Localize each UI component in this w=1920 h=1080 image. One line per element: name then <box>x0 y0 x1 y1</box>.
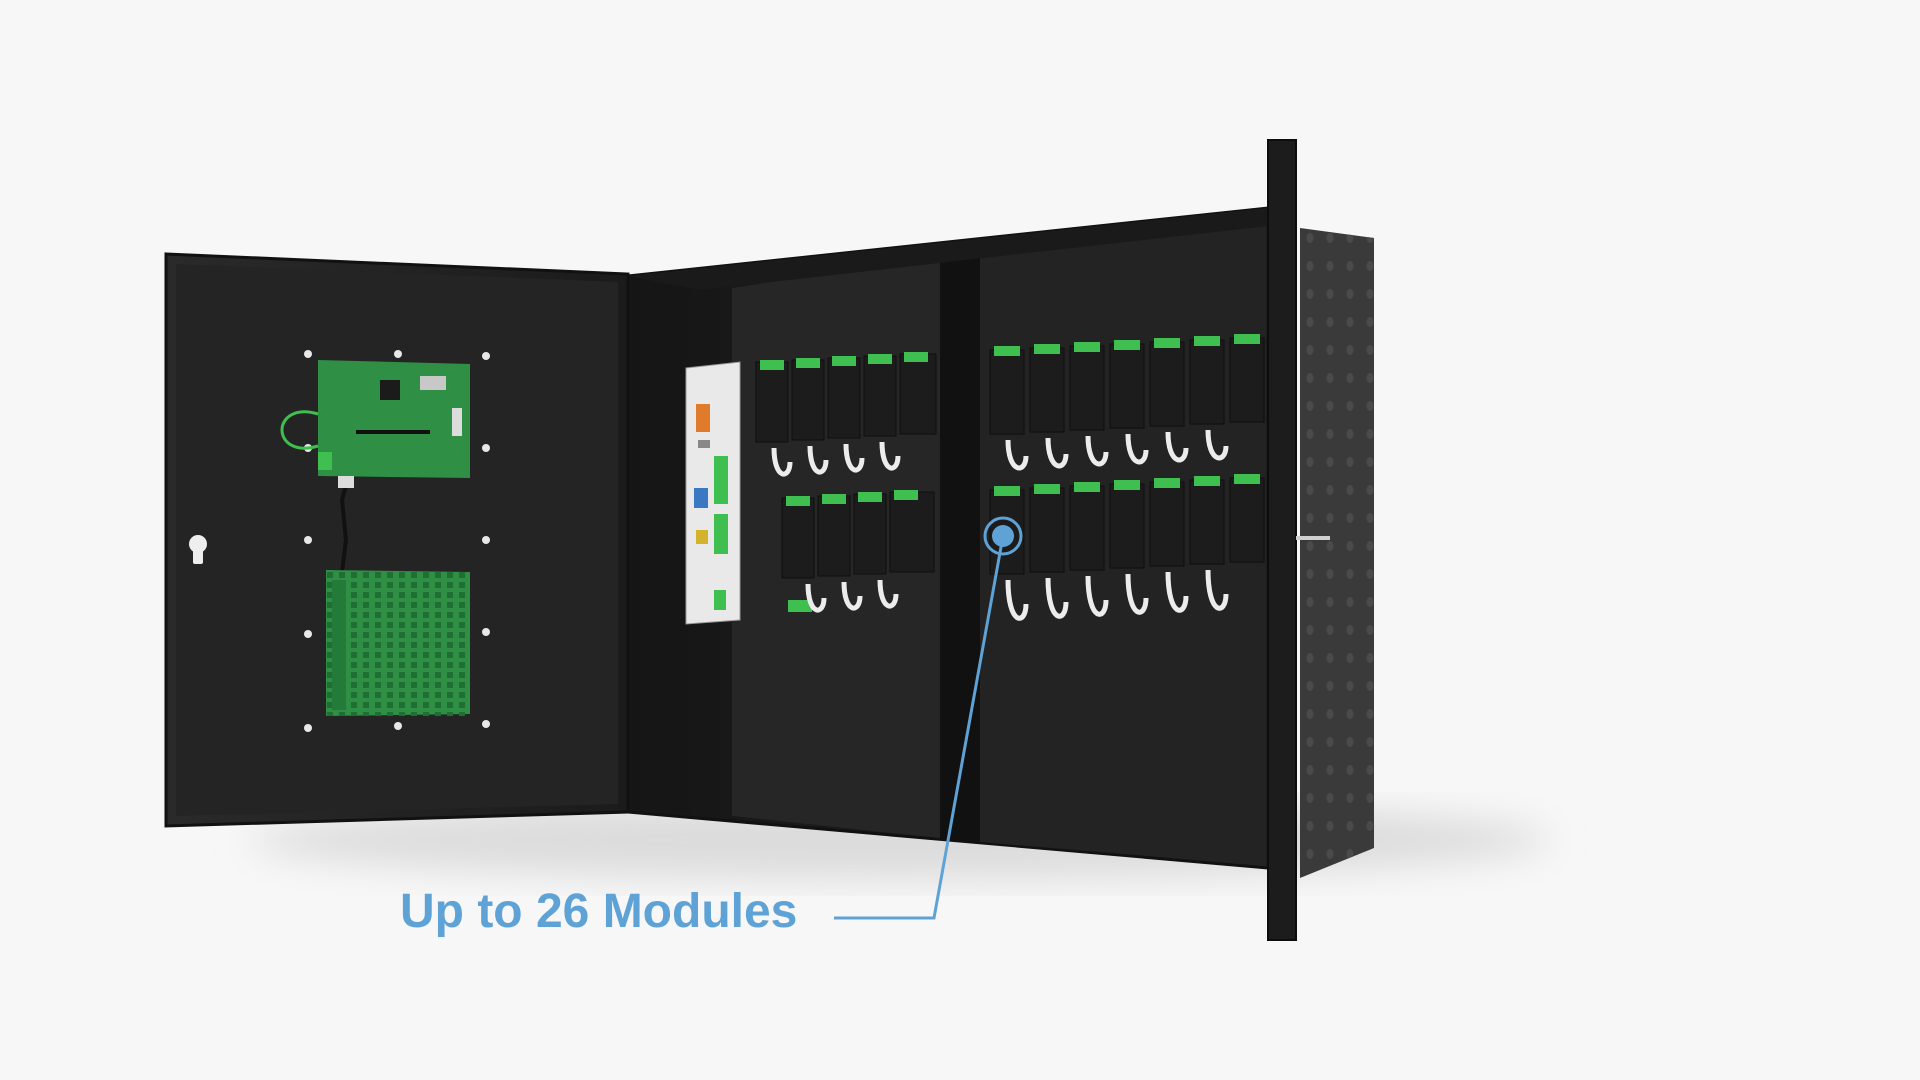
module-rack-left <box>755 352 937 613</box>
power-supply <box>685 361 741 625</box>
io-board <box>326 570 470 716</box>
enclosure-door <box>164 252 630 828</box>
callout-leader-line <box>834 535 1005 920</box>
cable-connector <box>338 476 354 488</box>
latch-icon <box>1296 536 1330 540</box>
controller-board <box>280 360 470 478</box>
callout-label: Up to 26 Modules <box>400 885 798 938</box>
side-panel <box>1300 228 1374 878</box>
callout-marker <box>834 516 1023 920</box>
door-screws <box>304 350 490 732</box>
ribbon-cable <box>339 477 350 573</box>
door-edge <box>1267 139 1297 941</box>
door-lock-icon <box>189 535 207 564</box>
